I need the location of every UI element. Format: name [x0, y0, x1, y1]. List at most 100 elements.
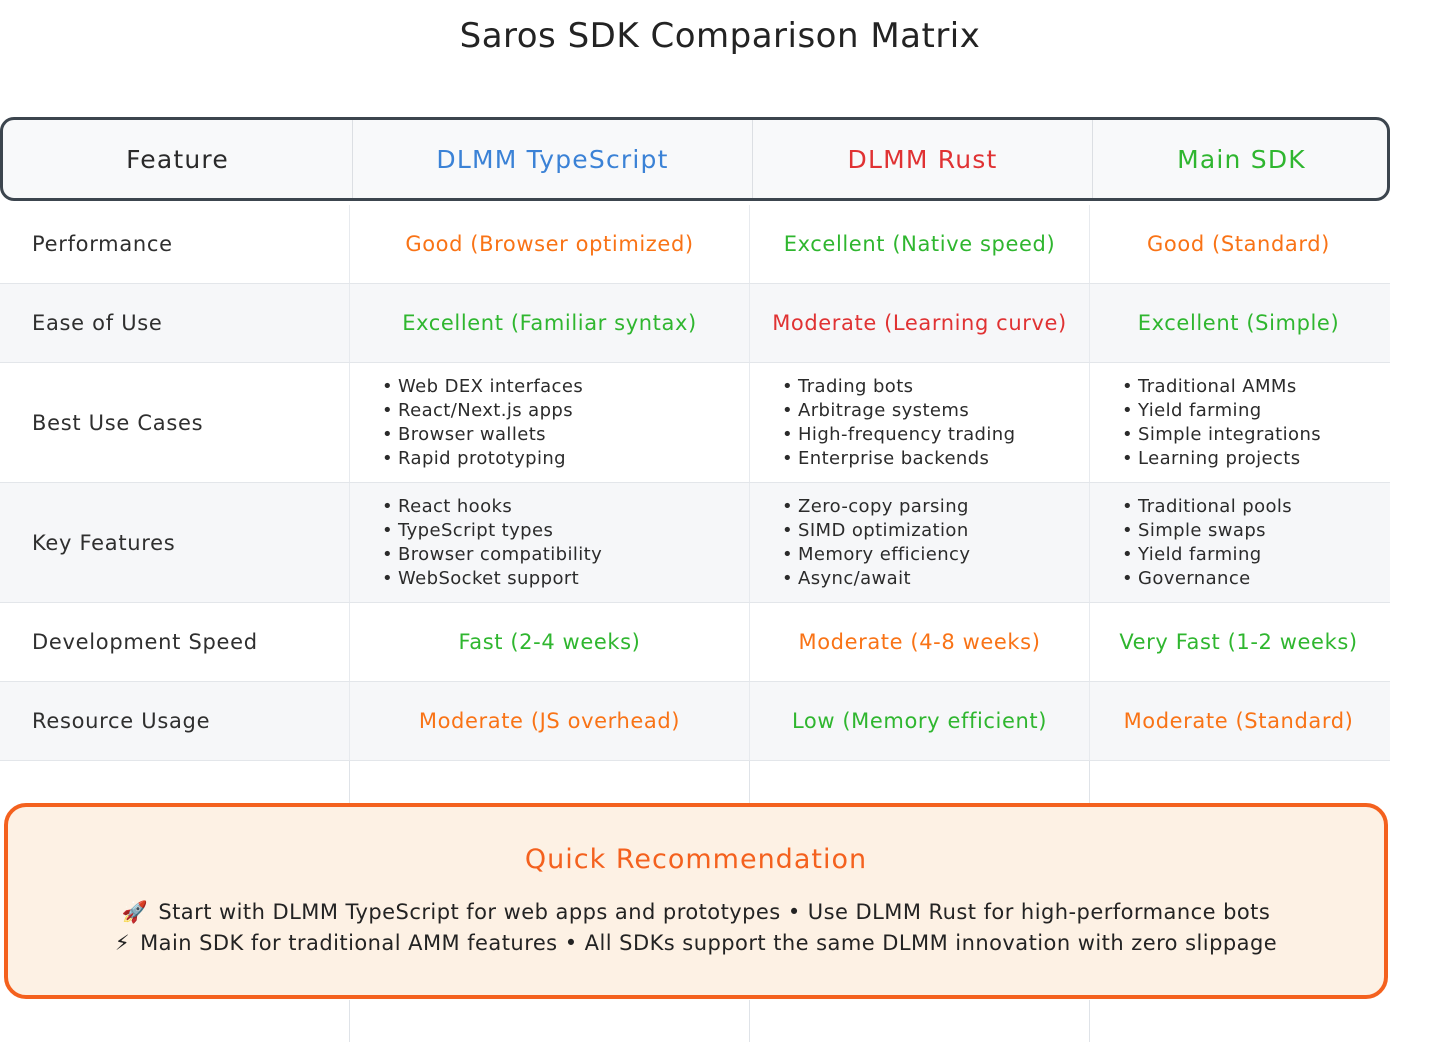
value-text: Excellent (Familiar syntax)	[402, 311, 697, 335]
bullet-list: Zero-copy parsing SIMD optimization Memo…	[764, 496, 1075, 589]
value-text: Excellent (Native speed)	[783, 232, 1056, 256]
column-rule	[1090, 1000, 1387, 1042]
row-value-cell: Moderate (Learning curve)	[750, 284, 1090, 362]
row-list-cell: React hooks TypeScript types Browser com…	[350, 483, 750, 602]
list-item: Simple integrations	[1122, 424, 1373, 445]
value-text: Moderate (JS overhead)	[418, 709, 681, 733]
list-item: Yield farming	[1122, 544, 1373, 565]
header-label-dlmm-typescript: DLMM TypeScript	[436, 144, 669, 174]
list-item: React/Next.js apps	[382, 400, 735, 421]
column-rule	[750, 1000, 1090, 1042]
list-item: Trading bots	[782, 376, 1075, 397]
feature-label: Development Speed	[32, 630, 258, 654]
bullet-list: Traditional AMMs Yield farming Simple in…	[1104, 376, 1373, 469]
column-rule	[0, 1000, 350, 1042]
list-item: Browser compatibility	[382, 544, 735, 565]
row-list-cell: Web DEX interfaces React/Next.js apps Br…	[350, 363, 750, 482]
row-feature-cell: Ease of Use	[0, 284, 350, 362]
header-cell-main-sdk[interactable]: Main SDK	[1093, 120, 1390, 198]
row-value-cell: Moderate (JS overhead)	[350, 682, 750, 760]
list-item: Learning projects	[1122, 448, 1373, 469]
value-text: Moderate (4-8 weeks)	[798, 630, 1041, 654]
column-rule	[350, 761, 750, 808]
row-value-cell: Excellent (Simple)	[1090, 284, 1387, 362]
rocket-icon: 🚀	[121, 900, 149, 925]
list-item: SIMD optimization	[782, 520, 1075, 541]
list-item: Memory efficiency	[782, 544, 1075, 565]
bullet-list: Trading bots Arbitrage systems High-freq…	[764, 376, 1075, 469]
value-text: Low (Memory efficient)	[791, 709, 1048, 733]
list-item: Traditional pools	[1122, 496, 1373, 517]
value-text: Moderate (Standard)	[1123, 709, 1354, 733]
table-row[interactable]: Key Features React hooks TypeScript type…	[0, 483, 1390, 603]
comparison-matrix: Feature DLMM TypeScript DLMM Rust Main S…	[0, 117, 1440, 808]
row-feature-cell: Development Speed	[0, 603, 350, 681]
list-item: Traditional AMMs	[1122, 376, 1373, 397]
list-item: TypeScript types	[382, 520, 735, 541]
list-item: Arbitrage systems	[782, 400, 1075, 421]
column-rule	[350, 1000, 750, 1042]
list-item: Enterprise backends	[782, 448, 1075, 469]
header-cell-feature[interactable]: Feature	[3, 120, 353, 198]
row-value-cell: Low (Memory efficient)	[750, 682, 1090, 760]
row-value-cell: Fast (2-4 weeks)	[350, 603, 750, 681]
feature-label: Resource Usage	[32, 709, 211, 733]
feature-label: Performance	[32, 232, 173, 256]
table-row[interactable]: Performance Good (Browser optimized) Exc…	[0, 205, 1390, 284]
row-value-cell: Very Fast (1-2 weeks)	[1090, 603, 1387, 681]
list-item: Web DEX interfaces	[382, 376, 735, 397]
list-item: Async/await	[782, 568, 1075, 589]
bullet-list: Web DEX interfaces React/Next.js apps Br…	[364, 376, 735, 469]
row-value-cell: Moderate (Standard)	[1090, 682, 1387, 760]
value-text: Good (Browser optimized)	[405, 232, 694, 256]
table-trailing-band	[0, 761, 1390, 808]
row-list-cell: Traditional pools Simple swaps Yield far…	[1090, 483, 1387, 602]
recommendation-line-text: Main SDK for traditional AMM features • …	[140, 930, 1278, 955]
row-value-cell: Excellent (Familiar syntax)	[350, 284, 750, 362]
recommendation-line: 🚀Start with DLMM TypeScript for web apps…	[122, 897, 1271, 927]
table-body: Performance Good (Browser optimized) Exc…	[0, 205, 1440, 808]
row-value-cell: Good (Standard)	[1090, 205, 1387, 283]
header-cell-dlmm-rust[interactable]: DLMM Rust	[753, 120, 1093, 198]
header-label-dlmm-rust: DLMM Rust	[847, 144, 998, 174]
bullet-list: React hooks TypeScript types Browser com…	[364, 496, 735, 589]
row-list-cell: Traditional AMMs Yield farming Simple in…	[1090, 363, 1387, 482]
row-value-cell: Excellent (Native speed)	[750, 205, 1090, 283]
table-row[interactable]: Best Use Cases Web DEX interfaces React/…	[0, 363, 1390, 483]
row-list-cell: Zero-copy parsing SIMD optimization Memo…	[750, 483, 1090, 602]
list-item: React hooks	[382, 496, 735, 517]
table-row[interactable]: Development Speed Fast (2-4 weeks) Moder…	[0, 603, 1390, 682]
feature-label: Key Features	[32, 530, 176, 555]
bullet-list: Traditional pools Simple swaps Yield far…	[1104, 496, 1373, 589]
recommendation-title: Quick Recommendation	[524, 844, 868, 876]
list-item: Governance	[1122, 568, 1373, 589]
lightning-icon: ⚡	[114, 930, 131, 955]
header-cell-dlmm-typescript[interactable]: DLMM TypeScript	[353, 120, 753, 198]
list-item: Browser wallets	[382, 424, 735, 445]
value-text: Good (Standard)	[1147, 232, 1330, 256]
table-bottom-band	[0, 1000, 1390, 1042]
header-label-main-sdk: Main SDK	[1177, 144, 1306, 174]
quick-recommendation-panel: Quick Recommendation 🚀Start with DLMM Ty…	[4, 803, 1388, 999]
page-title: Saros SDK Comparison Matrix	[459, 16, 981, 56]
row-value-cell: Moderate (4-8 weeks)	[750, 603, 1090, 681]
column-rule	[0, 761, 350, 808]
feature-label: Best Use Cases	[32, 410, 204, 435]
list-item: WebSocket support	[382, 568, 735, 589]
list-item: Simple swaps	[1122, 520, 1373, 541]
list-item: Zero-copy parsing	[782, 496, 1075, 517]
feature-label: Ease of Use	[32, 311, 163, 335]
column-rule	[750, 761, 1090, 808]
list-item: High-frequency trading	[782, 424, 1075, 445]
row-feature-cell: Best Use Cases	[0, 363, 350, 482]
table-row[interactable]: Ease of Use Excellent (Familiar syntax) …	[0, 284, 1390, 363]
recommendation-line: ⚡ Main SDK for traditional AMM features •…	[115, 928, 1277, 958]
row-feature-cell: Performance	[0, 205, 350, 283]
header-label-feature: Feature	[126, 144, 229, 174]
table-row[interactable]: Resource Usage Moderate (JS overhead) Lo…	[0, 682, 1390, 761]
column-rule	[1090, 761, 1387, 808]
value-text: Fast (2-4 weeks)	[458, 630, 641, 654]
value-text: Very Fast (1-2 weeks)	[1119, 630, 1358, 654]
value-text: Moderate (Learning curve)	[772, 311, 1067, 335]
value-text: Excellent (Simple)	[1137, 311, 1340, 335]
